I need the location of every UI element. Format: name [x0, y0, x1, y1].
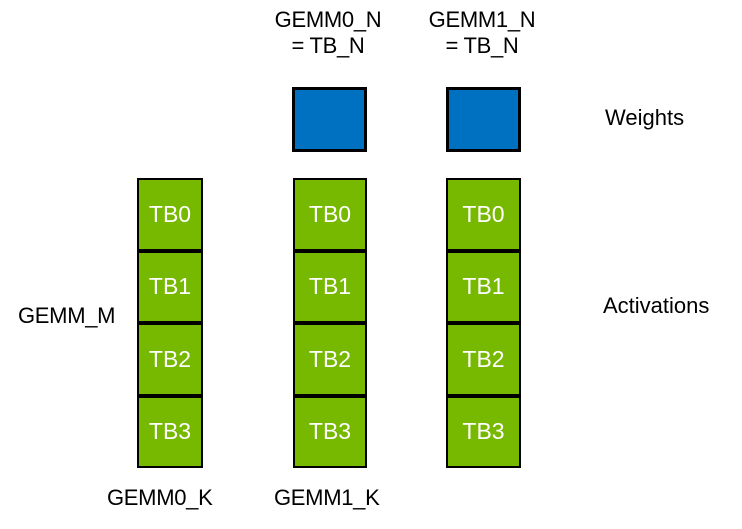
threadblock-tile-tb1: TB1 [293, 250, 367, 323]
threadblock-tile-tb0: TB0 [446, 178, 521, 251]
gemm1-n-tbn-label: = TB_N [445, 33, 519, 58]
threadblock-tile-tb3: TB3 [293, 395, 367, 468]
activations-column-left: TB0 TB1 TB2 TB3 [137, 178, 203, 468]
activations-column-gemm1: TB0 TB1 TB2 TB3 [446, 178, 521, 468]
gemm0-weights-tile [292, 87, 367, 152]
gemm1-n-label: GEMM1_N [428, 7, 536, 32]
threadblock-tile-tb3: TB3 [446, 395, 521, 468]
gemm0-n-tbn-label: = TB_N [291, 33, 365, 58]
weights-label: Weights [605, 105, 685, 130]
gemm-m-label: GEMM_M [18, 303, 116, 328]
threadblock-tile-tb0: TB0 [137, 178, 203, 251]
threadblock-tile-tb1: TB1 [137, 250, 203, 323]
threadblock-tile-tb2: TB2 [137, 323, 203, 396]
threadblock-tile-tb2: TB2 [293, 323, 367, 396]
gemm0-k-label: GEMM0_K [107, 485, 213, 510]
gemm0-n-label: GEMM0_N [274, 7, 382, 32]
gemm1-n-header: GEMM1_N = TB_N [407, 7, 557, 59]
threadblock-tile-tb0: TB0 [293, 178, 367, 251]
activations-label: Activations [603, 293, 710, 318]
gemm1-weights-tile [446, 87, 521, 152]
gemm1-k-label: GEMM1_K [274, 485, 380, 510]
gemm0-n-header: GEMM0_N = TB_N [253, 7, 403, 59]
threadblock-tile-tb1: TB1 [446, 250, 521, 323]
activations-column-gemm0: TB0 TB1 TB2 TB3 [293, 178, 367, 468]
threadblock-tile-tb3: TB3 [137, 395, 203, 468]
threadblock-tile-tb2: TB2 [446, 323, 521, 396]
